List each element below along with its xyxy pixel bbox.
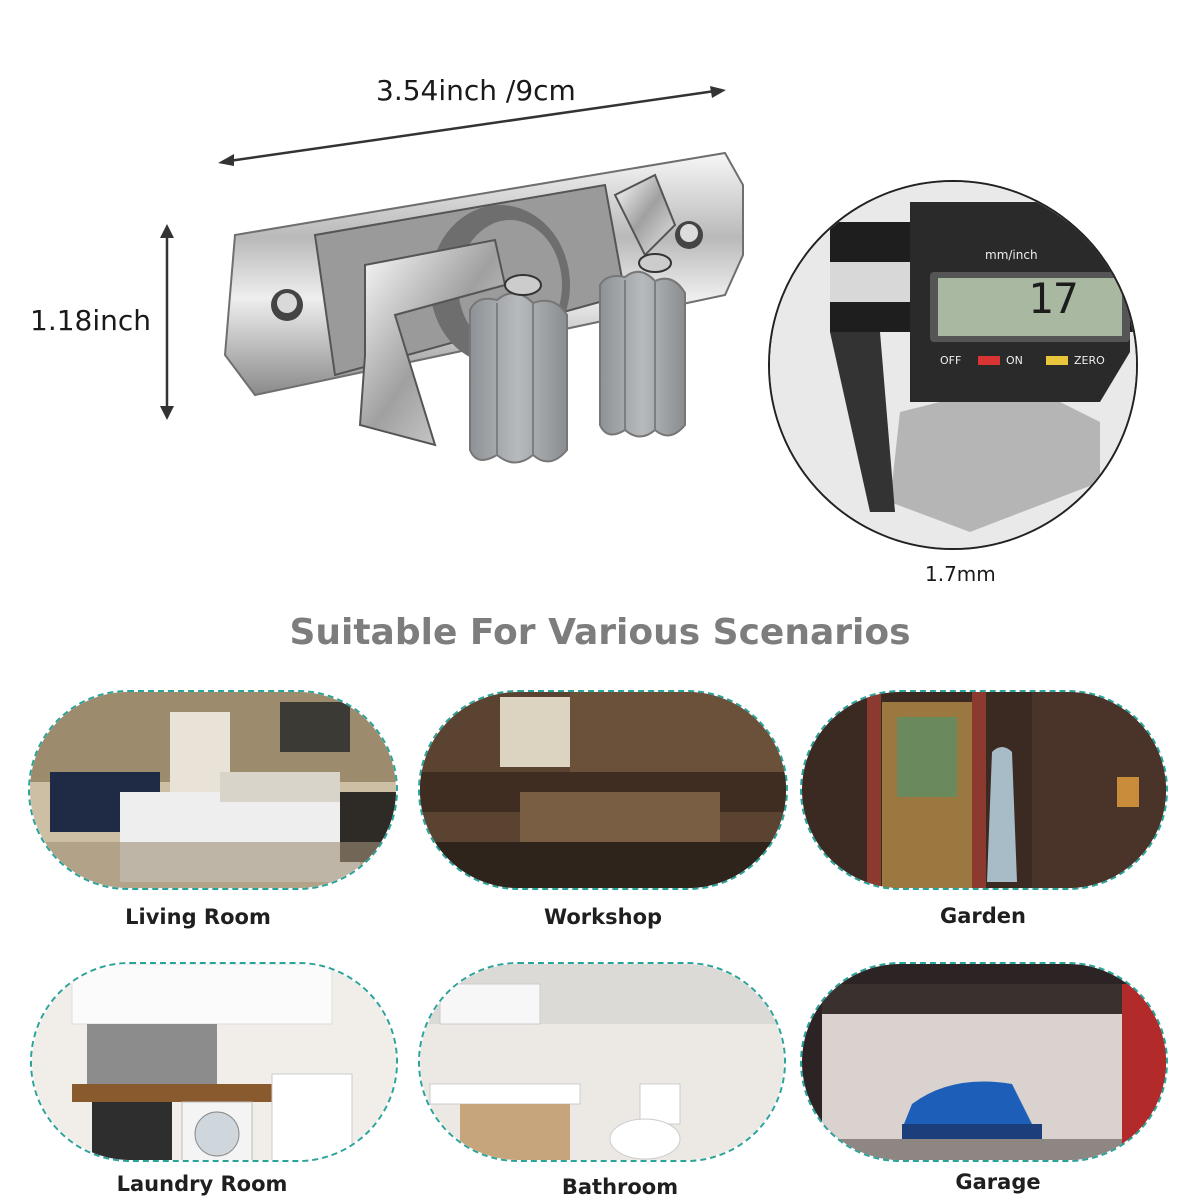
- length-arrow: [218, 86, 726, 166]
- scene-workshop-image: [418, 690, 788, 890]
- caliper-display-value: 17: [1028, 274, 1079, 323]
- caliper-image: [770, 182, 1136, 548]
- thickness-dimension-label: 1.7mm: [925, 562, 996, 586]
- scene-laundry-room-label: Laundry Room: [116, 1172, 288, 1196]
- height-dimension-label: 1.18inch: [30, 304, 152, 337]
- caliper-zero-button: [1046, 356, 1068, 365]
- caliper-on-label: ON: [1006, 354, 1023, 367]
- scene-bathroom-image: [418, 962, 786, 1162]
- scene-laundry-room-image: [30, 962, 398, 1162]
- scene-workshop-label: Workshop: [543, 905, 663, 929]
- height-arrow: [160, 224, 174, 420]
- scene-garden-label: Garden: [940, 904, 1026, 928]
- mop-holder-product-image: [223, 151, 744, 464]
- scene-bathroom-label: Bathroom: [561, 1175, 679, 1199]
- caliper-unit-button-label: mm/inch: [985, 248, 1038, 262]
- scenarios-heading: Suitable For Various Scenarios: [289, 612, 911, 653]
- scene-living-room-image: [28, 690, 398, 890]
- caliper-on-button: [978, 356, 1000, 365]
- caliper-closeup-circle: 17 mm/inch OFF ON ZERO: [768, 180, 1138, 550]
- scene-garage-image: [800, 962, 1168, 1162]
- caliper-zero-label: ZERO: [1074, 354, 1105, 367]
- caliper-off-label: OFF: [940, 354, 962, 367]
- scene-garage-label: Garage: [955, 1170, 1041, 1194]
- scene-living-room-label: Living Room: [125, 905, 271, 929]
- length-dimension-label: 3.54inch /9cm: [376, 74, 576, 107]
- scene-garden-image: [800, 690, 1168, 890]
